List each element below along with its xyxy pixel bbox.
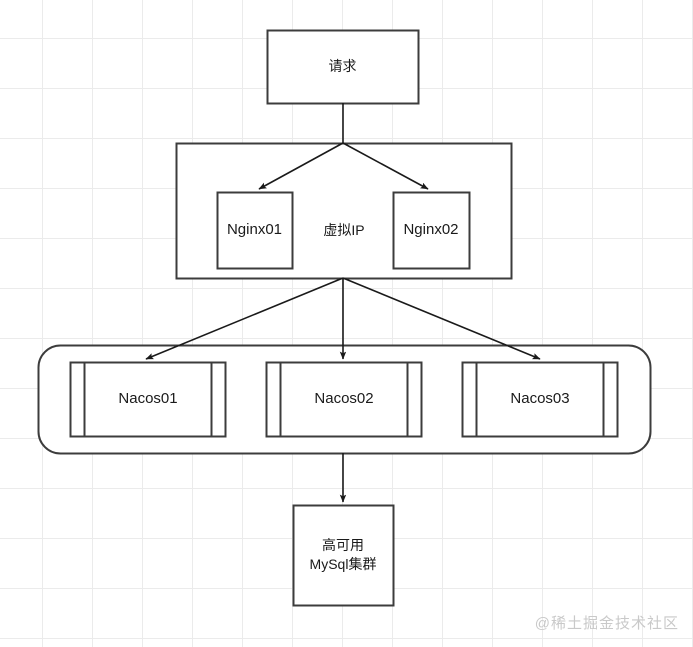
edge-vip-to-nginx02 <box>342 142 429 190</box>
edge-vip-to-nacos03 <box>342 277 541 360</box>
node-nacos03[interactable] <box>461 361 619 438</box>
node-mysql-cluster[interactable] <box>292 504 395 607</box>
node-nacos02[interactable] <box>265 361 423 438</box>
watermark: @稀土掘金技术社区 <box>534 615 679 632</box>
edge-vip-to-nginx01 <box>258 142 344 190</box>
node-request[interactable] <box>266 29 420 105</box>
node-nginx02[interactable] <box>392 191 471 270</box>
node-nacos01[interactable] <box>69 361 227 438</box>
edge-vip-to-nacos01 <box>145 277 344 360</box>
node-nginx01[interactable] <box>216 191 294 270</box>
